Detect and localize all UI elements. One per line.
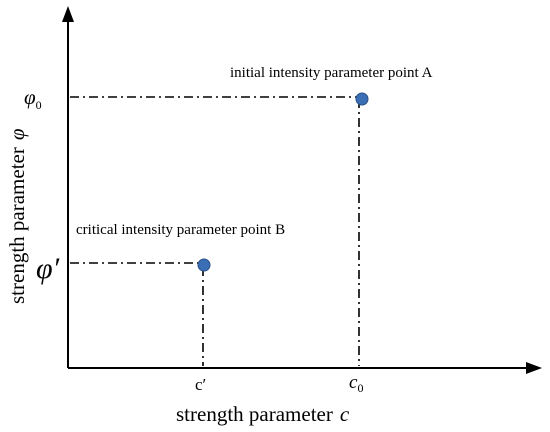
guides-point-a	[70, 96, 360, 366]
y-tick-phi-0: φ0	[24, 85, 42, 112]
x-axis-title-symbol: c	[340, 402, 350, 426]
x-tick-c-0: c0	[349, 372, 363, 395]
x-tick-c-prime: c′	[195, 375, 206, 394]
y-axis-title-symbol: φ	[5, 128, 29, 140]
y-tick-phi-prime: φ′	[36, 252, 60, 285]
x-axis-title: strength parameter c	[176, 402, 350, 426]
y-tick-phi-0-subscript: 0	[36, 98, 42, 112]
point-b-marker	[197, 258, 211, 272]
point-b-label: critical intensity parameter point B	[76, 222, 285, 238]
point-a-marker	[355, 92, 369, 106]
y-axis-title-text: strength parameter	[5, 147, 29, 304]
axes	[62, 6, 542, 374]
guides-point-b	[70, 262, 204, 366]
y-tick-phi-0-symbol: φ	[24, 85, 36, 109]
y-axis-arrowhead-icon	[62, 6, 74, 22]
y-axis-title: strength parameter φ	[5, 128, 29, 304]
point-a-label: initial intensity parameter point A	[230, 65, 433, 81]
x-tick-c-0-symbol: c	[349, 372, 358, 393]
x-axis-title-text: strength parameter	[176, 402, 333, 426]
x-axis-arrowhead-icon	[526, 362, 542, 374]
x-tick-c-0-subscript: 0	[357, 381, 363, 395]
